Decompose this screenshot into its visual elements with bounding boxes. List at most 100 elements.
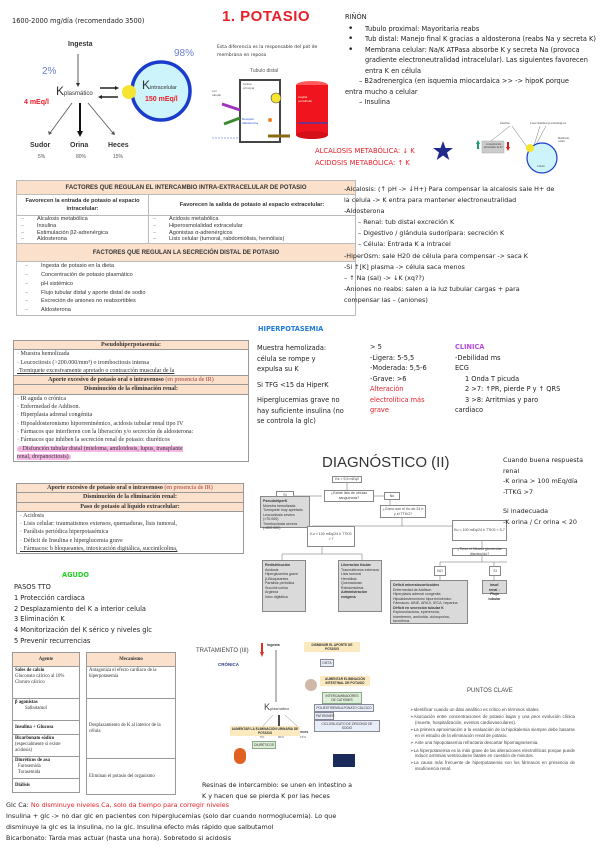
- hiperpotasemia-title: HIPERPOTASEMIA: [258, 325, 324, 333]
- distal-header: FACTORES QUE REGULAN LA SECRECIÓN DISTAL…: [16, 243, 356, 263]
- ecg-line: 2 >7: ↑PR, pierde P y ↑ QRS: [465, 385, 561, 393]
- note-line: la celula -> K entra para mantener elect…: [344, 196, 517, 205]
- k-intra-value: 150 mEq/l: [145, 96, 178, 103]
- ku-question-box: ¿Cómo son el Ku de 24 h y el TTKG?: [380, 505, 426, 518]
- insulina-label: Insulina: [500, 121, 510, 125]
- glc-ca-line: Glc Ca: No disminuye niveles Ca, solo da…: [6, 800, 603, 811]
- aporte-header: Aporte excesivo de potasio oral o intrav…: [13, 375, 249, 386]
- agent-header: Agente: [12, 652, 80, 667]
- k-intra-label: Kintracelular: [142, 78, 177, 92]
- severity-line: > 5: [370, 343, 382, 351]
- redistribucion-box: Redistribución Acidosis Hiperglucemia gr…: [262, 560, 306, 612]
- k-symbol: K: [264, 702, 271, 712]
- ciclosilicato-box: CICLOSILICATO DE ZIRCONIO DE SODIO: [314, 720, 380, 732]
- mechanism-row: Antagoniza el efecto cardiaco de la hipe…: [86, 666, 176, 699]
- tubulo-illustration: [212, 79, 328, 143]
- note-line: – Renal: tub distal excreción K: [358, 218, 455, 227]
- cause-item: · IR aguda o crónica: [17, 395, 66, 402]
- pseudo-header: Pseudohiperpotasemia:: [13, 339, 249, 351]
- note-line: – Célula: Entrada K a intracel: [358, 240, 451, 249]
- box-line: Lisis tumoral: [341, 572, 362, 576]
- puntos-clave-list: ➢Identificar cuando un dato analítico es…: [410, 707, 575, 773]
- severity-line: -Grave: >6: [370, 374, 407, 383]
- agent-detail: Gluconato cálcico al 10%: [15, 674, 65, 679]
- k-plasma-value: 4 mEq/l: [24, 99, 49, 106]
- output-orina: Orina: [70, 142, 89, 149]
- note-line: Si inadecuada: [503, 507, 549, 515]
- distal-item: Concentración de potasio plasmático: [41, 271, 133, 278]
- output-heces: Heces: [108, 142, 129, 149]
- rinon-sub-insulina: – Insulina: [359, 98, 391, 106]
- punto-item: ➢La hiperpotasemia es la más grave de la…: [410, 747, 575, 758]
- aporte-note: (en presencia de IR): [164, 485, 213, 491]
- fg-question-box: ¿Tiene el filtrado glomerular disminuido…: [452, 547, 507, 556]
- mechanisms-table: Mecanismo Antagoniza el efecto cardiaco …: [86, 652, 176, 795]
- box-line: Fármacos: AINE, ARA II, IECA, heparina: [393, 601, 458, 605]
- distal-item: Excreción de aniones no reabsortibles: [41, 298, 136, 305]
- intracellular-percent: 98%: [174, 48, 195, 59]
- cause-item: ·Torniquete excesivamente apretado o con…: [17, 367, 175, 374]
- pseudohiperk-box: PseudohiperK Muestra hemolizada Tornique…: [260, 496, 310, 531]
- disminuir-aporte-box: DISMINUIR EL APORTE DE POTASIO: [304, 642, 360, 652]
- paso-item: 3 Eliminación K: [14, 615, 65, 624]
- note-line: -TTKG >7: [503, 487, 534, 496]
- cause-item: · Hiperplasia adrenal congénita: [17, 412, 93, 419]
- factor-item: Agonistas α-adrenérgicos: [169, 229, 233, 236]
- cause-item: · Fármacos que interfieren con la libera…: [17, 428, 194, 435]
- rinon-sub-b2: – B2adrenergica (en isquemia miocardaica…: [359, 77, 569, 85]
- rinon-title: RIÑÓN: [345, 13, 367, 21]
- liberacion-tisular-box: Liberación tisular Traumatismos extensos…: [338, 560, 382, 612]
- col-left-header: Favorecen la entrada de potasio al espac…: [16, 194, 149, 216]
- agent-detail: Salbutamol: [25, 706, 47, 711]
- note-line: -Aldosterona: [344, 207, 385, 216]
- agent-detail: Cloruro cálcico: [15, 680, 45, 685]
- box-line: Rabdomiolisis: [341, 585, 364, 590]
- rinon-list: Tubulo proximal: Mayoritaria reabs Tub d…: [345, 24, 597, 77]
- aporte-header: Aporte excesivo de potasio oral o intrav…: [16, 482, 244, 494]
- box-bold: Administración exógena: [341, 590, 368, 599]
- out-orina-pct: 80%: [278, 735, 285, 739]
- star-icon: [433, 141, 453, 160]
- agent-name: Sales de calcio: [15, 668, 45, 673]
- punto-item: ➢Identificar cuando un dato analítico es…: [410, 707, 540, 712]
- shift-items: · Acidosis · Lisis celular: traumatismos…: [16, 510, 244, 555]
- plasma-percent: 2%: [42, 66, 57, 77]
- acid-base-notes: ALCALOSIS METABÓLICA: ↓ K ACIDOSIS METAB…: [315, 145, 415, 169]
- k-plasma-label: Kplasmático: [264, 702, 289, 712]
- box-line: Parálisis periódica: [265, 581, 295, 585]
- note-line: se controla la glc): [257, 417, 316, 425]
- note-line: compensar las – (aniones): [344, 295, 428, 304]
- severity-note: electrolítica más: [370, 395, 425, 404]
- note-line: -K orina > 100 mEq/día: [503, 477, 578, 485]
- cause-item: · Parálisis periódica hiperpotasémica: [20, 529, 109, 536]
- cause-item: · Acidosis: [20, 512, 45, 519]
- factor-item: Aldosterona: [37, 236, 67, 243]
- tubulo-distal-diagram: Tubulo distal Célula principal Capilar p…: [212, 68, 337, 150]
- box-line: Trombocitosis severa (>800.000): [263, 521, 298, 531]
- rinon-section: RIÑÓN Tubulo proximal: Mayoritaria reabs…: [345, 12, 597, 108]
- note-line: Cuando buena respuesta: [503, 456, 584, 464]
- cronica-label: CRÓNICA: [218, 662, 239, 667]
- out-heces: heces: [298, 730, 309, 734]
- factors-table: FACTORES QUE REGULAN EL INTERCAMBIO INTR…: [16, 180, 356, 316]
- factor-item: Hiperosmolalidad extracelular: [169, 222, 243, 229]
- membrane-label: Membrana celular: [558, 137, 570, 143]
- note-line: – ↑ Na (sal) -> ↓K (xq??): [344, 273, 425, 282]
- tratamiento-title: TRATAMIENTO (III): [196, 648, 249, 654]
- note-line: expulsa su K: [257, 365, 299, 373]
- output-orina-pct: 80%: [76, 154, 87, 160]
- insulin-illustration: [476, 125, 558, 174]
- aporte-note: (en presencia de IR): [165, 377, 214, 384]
- pasos-tto: PASOS TTO 1 Protección cardiaca 2 Despla…: [14, 582, 204, 647]
- box-line: Acidosis: [265, 567, 279, 572]
- lumen-label: Luz tubular: [212, 89, 222, 97]
- output-sudor: Sudor: [30, 142, 51, 149]
- severity-note: Alteración: [370, 385, 404, 393]
- factor-item: Alcalosis metabólica: [37, 216, 88, 222]
- agent-name: Bicarbonato sódico: [15, 736, 55, 741]
- box-line: Quemaduras: [341, 581, 362, 585]
- agent-name: β agonistas: [15, 700, 38, 705]
- resinas-note: Resinas de intercambio: se unen en intes…: [202, 780, 402, 801]
- page-title: 1. POTASIO: [222, 8, 311, 25]
